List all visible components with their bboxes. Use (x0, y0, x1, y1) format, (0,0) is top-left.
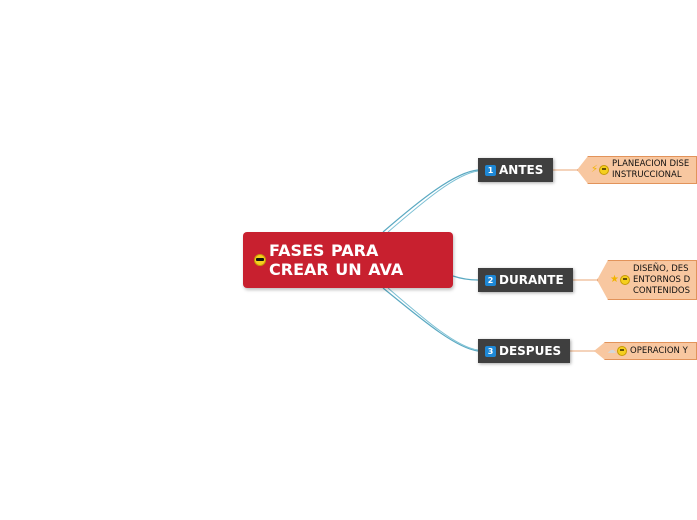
smiley-icon (617, 346, 627, 356)
smiley-icon (599, 165, 610, 175)
leaf-operacion[interactable]: ☁ OPERACION Y (594, 342, 697, 360)
leaf-diseno[interactable]: ★ DISEÑO, DES ENTORNOS D CONTENIDOS (597, 260, 697, 300)
branch-label-antes: ANTES (499, 163, 544, 177)
number-3-icon: 3 (485, 345, 496, 357)
branch-antes[interactable]: 1 ANTES (478, 158, 553, 182)
connector-root-antes (382, 169, 479, 233)
branch-label-despues: DESPUES (499, 344, 562, 358)
leaf-planeacion[interactable]: ⚡ PLANEACION DISE INSTRUCCIONAL (577, 156, 697, 184)
leaf-text-diseno: DISEÑO, DES ENTORNOS D CONTENIDOS (632, 263, 691, 296)
cool-face-icon (254, 254, 266, 266)
connector-root-despues-inner (387, 287, 479, 351)
branch-durante[interactable]: 2 DURANTE (478, 268, 573, 292)
star-icon: ★ (610, 274, 619, 285)
leaf-text-planeacion: PLANEACION DISE INSTRUCCIONAL (612, 159, 690, 180)
root-title: FASES PARA CREAR UN AVA (269, 241, 404, 279)
connector-root-durante (452, 275, 479, 281)
branch-despues[interactable]: 3 DESPUES (478, 339, 570, 363)
connector-root-antes-inner (387, 170, 479, 233)
leaf-text-operacion: OPERACION Y (630, 345, 688, 356)
root-topic[interactable]: FASES PARA CREAR UN AVA (243, 232, 453, 288)
smiley-icon (619, 275, 630, 285)
number-1-icon: 1 (485, 164, 496, 176)
number-2-icon: 2 (485, 274, 496, 286)
lightning-icon: ⚡ (591, 164, 599, 175)
connector-root-despues (382, 287, 479, 352)
branch-label-durante: DURANTE (499, 273, 564, 287)
cloud-icon: ☁ (607, 346, 616, 356)
